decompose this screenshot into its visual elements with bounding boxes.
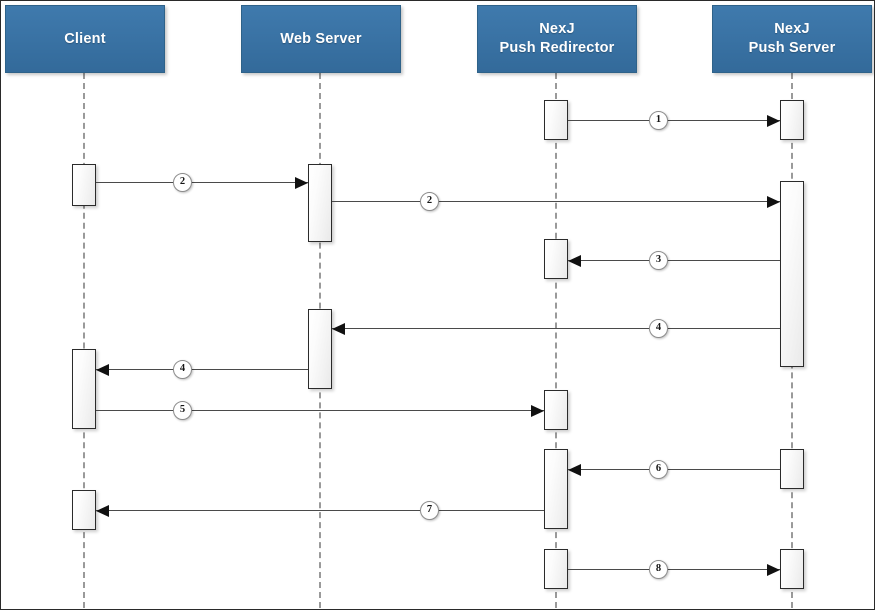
- message-number-badge[interactable]: 2: [173, 173, 192, 192]
- message-number-badge[interactable]: 3: [649, 251, 668, 270]
- activation-bar-client[interactable]: [72, 164, 96, 206]
- participant-label-line: Push Redirector: [499, 40, 615, 56]
- participant-label-line: NexJ: [774, 21, 810, 37]
- arrow-head-left-icon: [96, 505, 109, 517]
- activation-bar-push-server[interactable]: [780, 181, 804, 367]
- activation-bar-redirector[interactable]: [544, 239, 568, 279]
- lifeline-client: [83, 73, 85, 608]
- arrow-head-right-icon: [531, 405, 544, 417]
- message-number-badge[interactable]: 1: [649, 111, 668, 130]
- participant-label-line: Web Server: [280, 30, 362, 47]
- activation-bar-client[interactable]: [72, 490, 96, 530]
- message-line-4[interactable]: [332, 328, 780, 329]
- activation-bar-client[interactable]: [72, 349, 96, 429]
- participant-label: NexJ Push Redirector: [500, 20, 615, 58]
- arrow-head-left-icon: [332, 323, 345, 335]
- message-line-2[interactable]: [332, 201, 780, 202]
- arrow-head-left-icon: [568, 255, 581, 267]
- participant-label-line: NexJ: [539, 21, 575, 37]
- message-number-badge[interactable]: 2: [420, 192, 439, 211]
- message-line-2[interactable]: [96, 182, 308, 183]
- arrow-head-right-icon: [295, 177, 308, 189]
- activation-bar-redirector[interactable]: [544, 549, 568, 589]
- message-line-7[interactable]: [96, 510, 544, 511]
- activation-bar-push-server[interactable]: [780, 549, 804, 589]
- message-number-badge[interactable]: 8: [649, 560, 668, 579]
- participant-label-line: Push Server: [748, 40, 836, 56]
- message-line-3[interactable]: [568, 260, 780, 261]
- activation-bar-push-server[interactable]: [780, 449, 804, 489]
- participant-label: Web Server: [280, 30, 362, 49]
- participant-client[interactable]: Client: [5, 5, 165, 73]
- arrow-head-right-icon: [767, 196, 780, 208]
- message-line-1[interactable]: [568, 120, 780, 121]
- arrow-head-left-icon: [568, 464, 581, 476]
- message-line-5[interactable]: [96, 410, 544, 411]
- activation-bar-web-server[interactable]: [308, 164, 332, 242]
- participant-push-server[interactable]: NexJ Push Server: [712, 5, 872, 73]
- participant-label: Client: [64, 30, 105, 49]
- activation-bar-redirector[interactable]: [544, 100, 568, 140]
- message-number-badge[interactable]: 4: [649, 319, 668, 338]
- activation-bar-redirector[interactable]: [544, 390, 568, 430]
- lifeline-redirector: [555, 73, 557, 608]
- arrow-head-right-icon: [767, 115, 780, 127]
- arrow-head-right-icon: [767, 564, 780, 576]
- participant-redirector[interactable]: NexJ Push Redirector: [477, 5, 637, 73]
- participant-label: NexJ Push Server: [749, 20, 836, 58]
- message-line-8[interactable]: [568, 569, 780, 570]
- message-number-badge[interactable]: 6: [649, 460, 668, 479]
- message-number-badge[interactable]: 5: [173, 401, 192, 420]
- activation-bar-web-server[interactable]: [308, 309, 332, 389]
- participant-label-line: Client: [64, 30, 106, 47]
- activation-bar-redirector[interactable]: [544, 449, 568, 529]
- message-line-6[interactable]: [568, 469, 780, 470]
- message-number-badge[interactable]: 4: [173, 360, 192, 379]
- activation-bar-push-server[interactable]: [780, 100, 804, 140]
- message-line-4[interactable]: [96, 369, 308, 370]
- message-number-badge[interactable]: 7: [420, 501, 439, 520]
- participant-web-server[interactable]: Web Server: [241, 5, 401, 73]
- arrow-head-left-icon: [96, 364, 109, 376]
